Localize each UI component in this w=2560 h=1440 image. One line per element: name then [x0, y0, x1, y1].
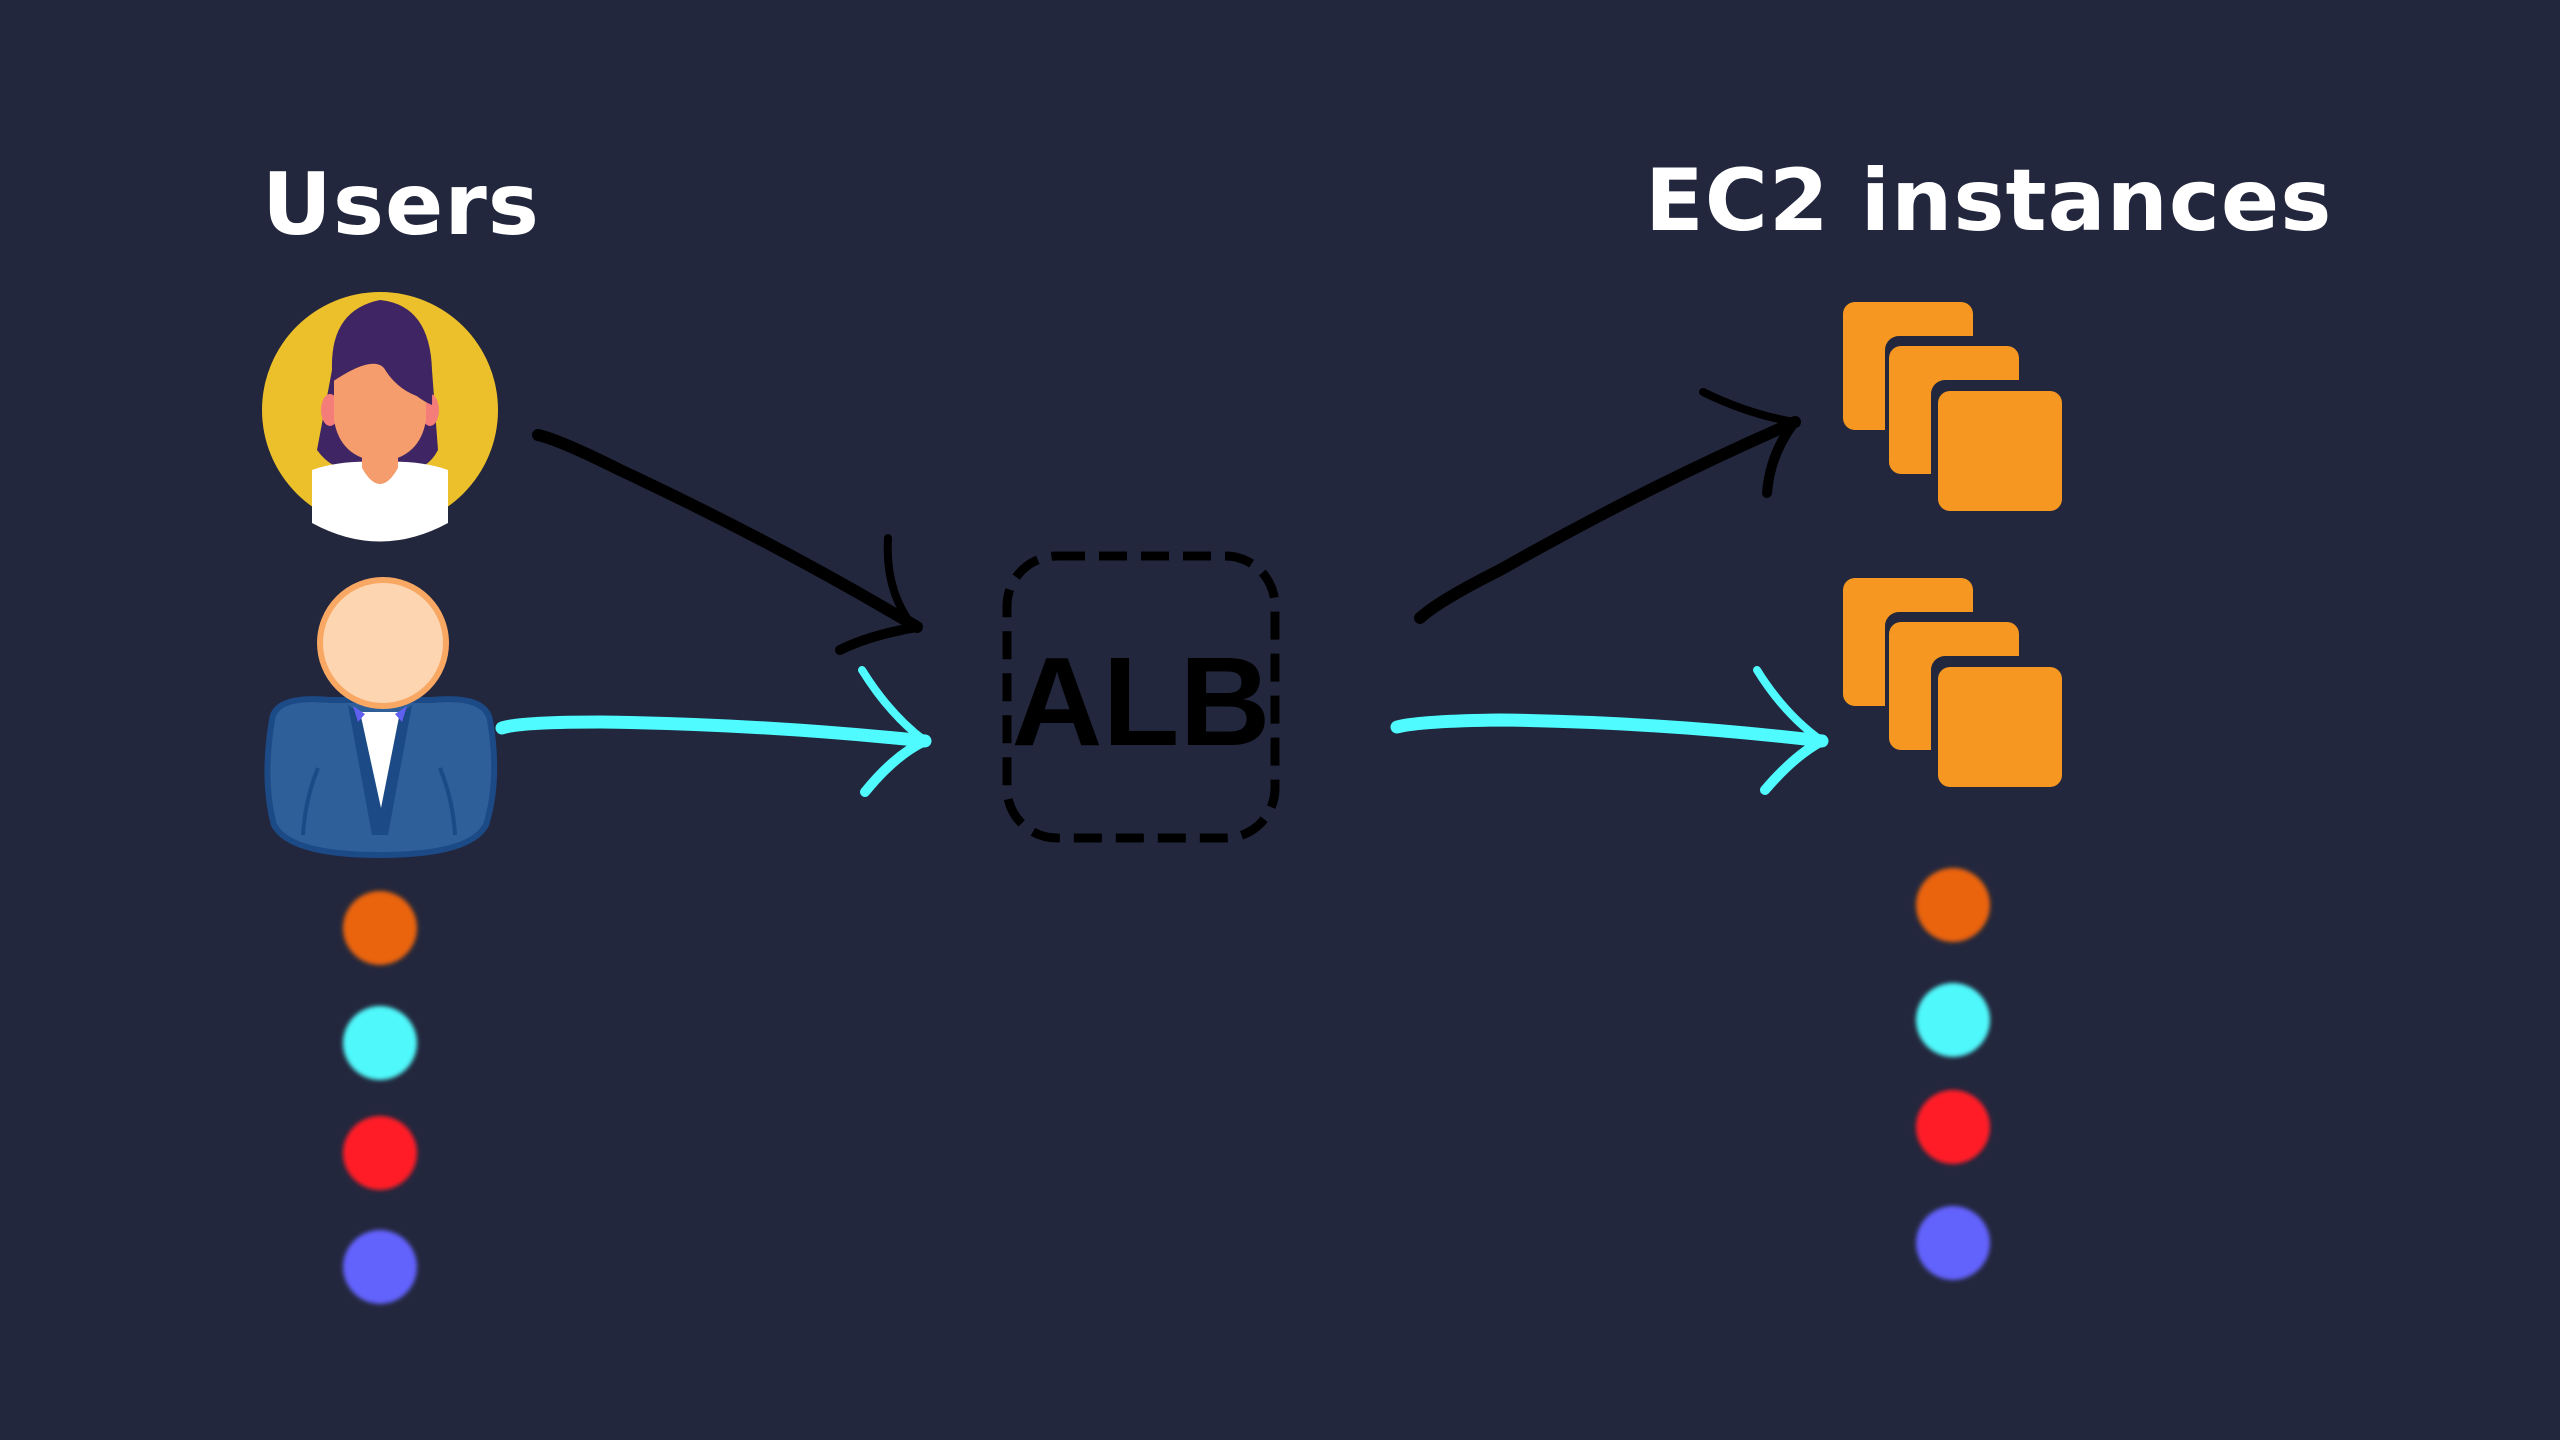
arrow-alb-to-ec2-top	[1414, 388, 1801, 624]
businessman-avatar-icon	[264, 577, 498, 859]
request-dot-cyan	[343, 1006, 417, 1080]
ec2-instances-heading: EC2 instances	[1645, 151, 2333, 251]
request-dot-cyan	[1916, 983, 1990, 1057]
application-load-balancer: ALB	[1002, 551, 1280, 843]
alb-dashed-border	[1002, 551, 1280, 843]
woman-avatar-icon	[262, 292, 498, 542]
arrow-man-to-alb	[495, 666, 932, 797]
arrow-alb-to-ec2-bottom	[1390, 666, 1829, 795]
instance-request-dots	[1916, 868, 1990, 1280]
alb-label: ALB	[1012, 631, 1271, 772]
request-dot-blue	[343, 1230, 417, 1304]
request-dot-red	[343, 1116, 417, 1190]
request-dot-red	[1916, 1090, 1990, 1164]
request-dot-orange	[343, 891, 417, 965]
request-dot-orange	[1916, 868, 1990, 942]
ec2-instance-stack-icon	[1843, 578, 2062, 787]
arrow-woman-to-alb	[532, 429, 923, 655]
request-dot-blue	[1916, 1206, 1990, 1280]
users-heading: Users	[262, 155, 540, 255]
ec2-instance-stack-icon	[1843, 302, 2062, 511]
user-request-dots	[343, 891, 417, 1304]
